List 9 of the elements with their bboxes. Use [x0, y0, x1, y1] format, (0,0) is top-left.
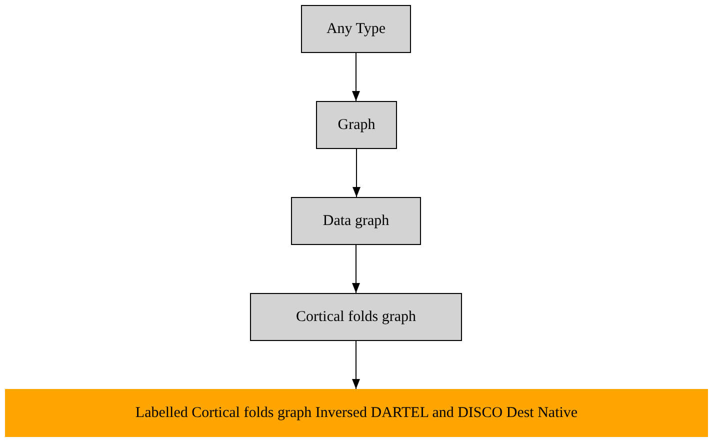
type-box: Graph	[316, 101, 397, 149]
arrow	[352, 340, 360, 390]
type-box: Any Type	[301, 5, 411, 53]
type-box: Data graph	[291, 197, 421, 245]
type-box: Labelled Cortical folds graph Inversed DARTEL and DISCO Dest Native	[5, 389, 708, 437]
arrow	[352, 244, 360, 294]
arrow	[352, 148, 360, 198]
arrow	[352, 52, 360, 102]
type-box: Cortical folds graph	[250, 293, 462, 341]
